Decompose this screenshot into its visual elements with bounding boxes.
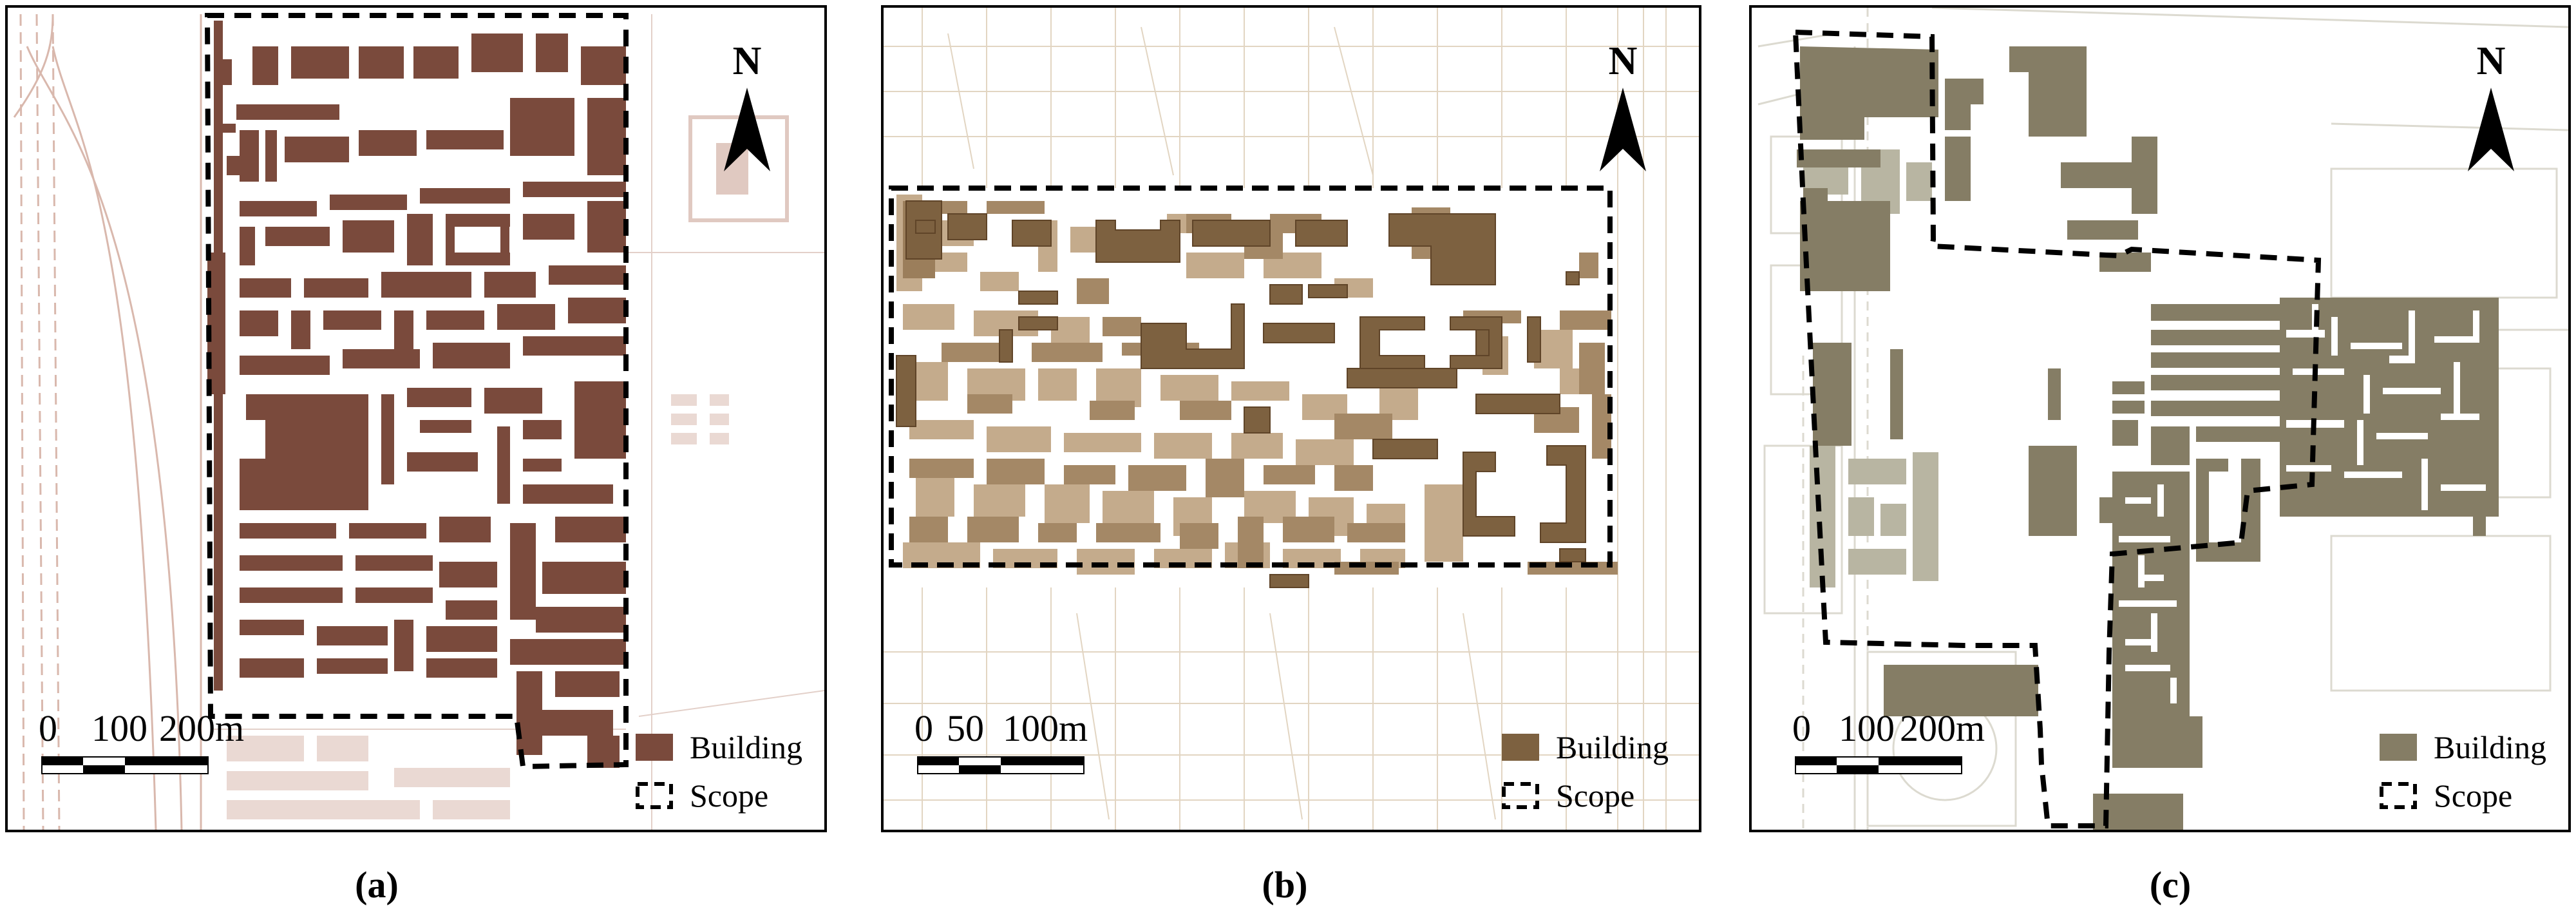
- scale-bar-graphic: [41, 756, 209, 774]
- buildings-b-mid: [903, 201, 1618, 575]
- scale-bar-b: 0 50 100m: [909, 710, 1103, 787]
- caption-a: (a): [355, 864, 399, 906]
- map-panel-b: N 0 50 100m Building Scope: [881, 5, 1701, 832]
- scale-bar-a: 0 100 200m: [33, 707, 244, 787]
- legend-building-label: Building: [2434, 729, 2547, 765]
- basemap-a: [13, 13, 824, 830]
- scale-tick-1: 100: [91, 707, 147, 749]
- legend-scope-label: Scope: [690, 778, 769, 814]
- legend-item-scope: Scope: [2380, 776, 2512, 815]
- building-swatch: [636, 734, 673, 761]
- scale-tick-0: 0: [1792, 707, 1811, 749]
- legend-item-building: Building: [2380, 728, 2546, 767]
- scale-tick-0: 0: [914, 707, 933, 749]
- legend-building-label: Building: [690, 729, 803, 765]
- map-panel-a: N 0 100 200m Building Scope: [5, 5, 827, 832]
- scope-swatch-icon: [1502, 782, 1539, 809]
- legend-item-scope: Scope: [636, 776, 768, 815]
- north-arrow-a: N: [721, 41, 773, 189]
- building-swatch: [1502, 734, 1539, 761]
- scale-tick-2: 200m: [159, 707, 245, 749]
- scale-bar-c: 0 100 200m: [1787, 707, 1985, 787]
- caption-c: (c): [2149, 864, 2192, 906]
- scale-bar-graphic: [917, 756, 1084, 774]
- north-label: N: [1608, 39, 1638, 83]
- scope-outline-b: [889, 186, 1613, 568]
- north-arrow-c: N: [2465, 41, 2517, 189]
- legend-scope-label: Scope: [2434, 778, 2513, 814]
- scale-tick-2: 100m: [1003, 707, 1088, 749]
- buildings-b-dark: [896, 200, 1586, 588]
- scale-tick-1: 50: [947, 707, 984, 749]
- scope-outline-c: [1792, 29, 2322, 828]
- legend-item-scope: Scope: [1502, 776, 1634, 815]
- scale-tick-2: 200m: [1900, 707, 1985, 749]
- basemap-c: [1757, 8, 2568, 830]
- legend-c: Building Scope: [2380, 728, 2568, 818]
- scope-swatch-icon: [2380, 782, 2417, 809]
- buildings-c-dark: [1797, 46, 2486, 830]
- north-label: N: [732, 39, 762, 83]
- legend-item-building: Building: [636, 728, 802, 767]
- legend-a: Building Scope: [636, 728, 824, 818]
- scale-tick-0: 0: [39, 707, 57, 749]
- caption-b: (b): [1262, 864, 1308, 906]
- building-swatch: [2380, 734, 2417, 761]
- basemap-b: [884, 8, 1699, 830]
- legend-building-label: Building: [1556, 729, 1669, 765]
- map-panel-c: N 0 100 200m Building Scope: [1749, 5, 2571, 832]
- north-arrow-b: N: [1597, 41, 1649, 189]
- legend-b: Building Scope: [1502, 728, 1695, 818]
- scope-swatch-icon: [636, 782, 673, 809]
- scale-tick-1: 100: [1839, 707, 1895, 749]
- buildings-a: [207, 21, 626, 768]
- north-arrow-icon: [724, 88, 770, 171]
- legend-item-building: Building: [1502, 728, 1669, 767]
- legend-scope-label: Scope: [1556, 778, 1635, 814]
- scope-outline-a: [204, 13, 629, 770]
- north-arrow-icon: [2468, 88, 2514, 171]
- north-label: N: [2476, 39, 2506, 83]
- north-arrow-icon: [1600, 88, 1646, 171]
- scale-bar-graphic: [1795, 756, 1962, 774]
